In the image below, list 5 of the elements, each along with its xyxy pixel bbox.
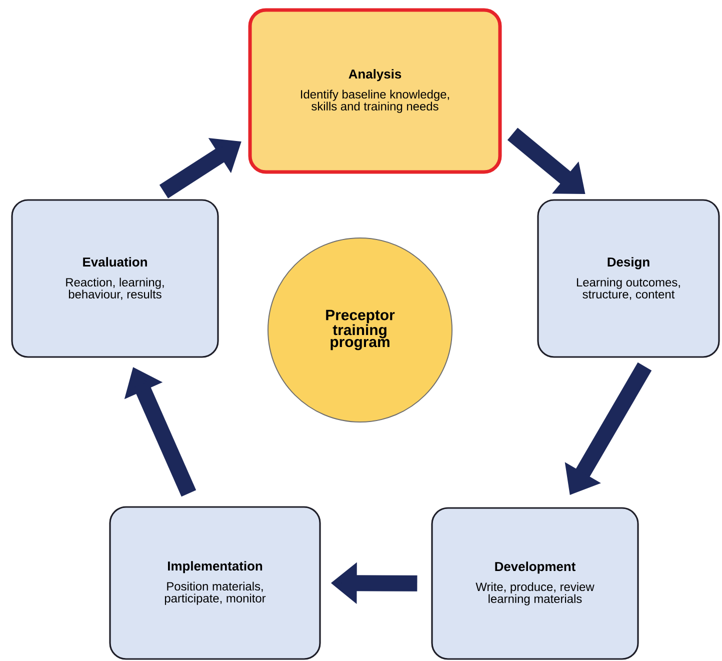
- process-box: Evaluation Reaction, learning, behaviour, results: [11, 199, 219, 358]
- process-box: Implementation Position materials, participate, monitor: [109, 506, 321, 660]
- process-box: Design Learning outcomes, structure, content: [537, 199, 720, 358]
- process-box: Development Write, produce, review learning materials: [431, 507, 639, 660]
- process-box: Analysis Identify baseline knowledge, skills and training needs: [248, 8, 502, 174]
